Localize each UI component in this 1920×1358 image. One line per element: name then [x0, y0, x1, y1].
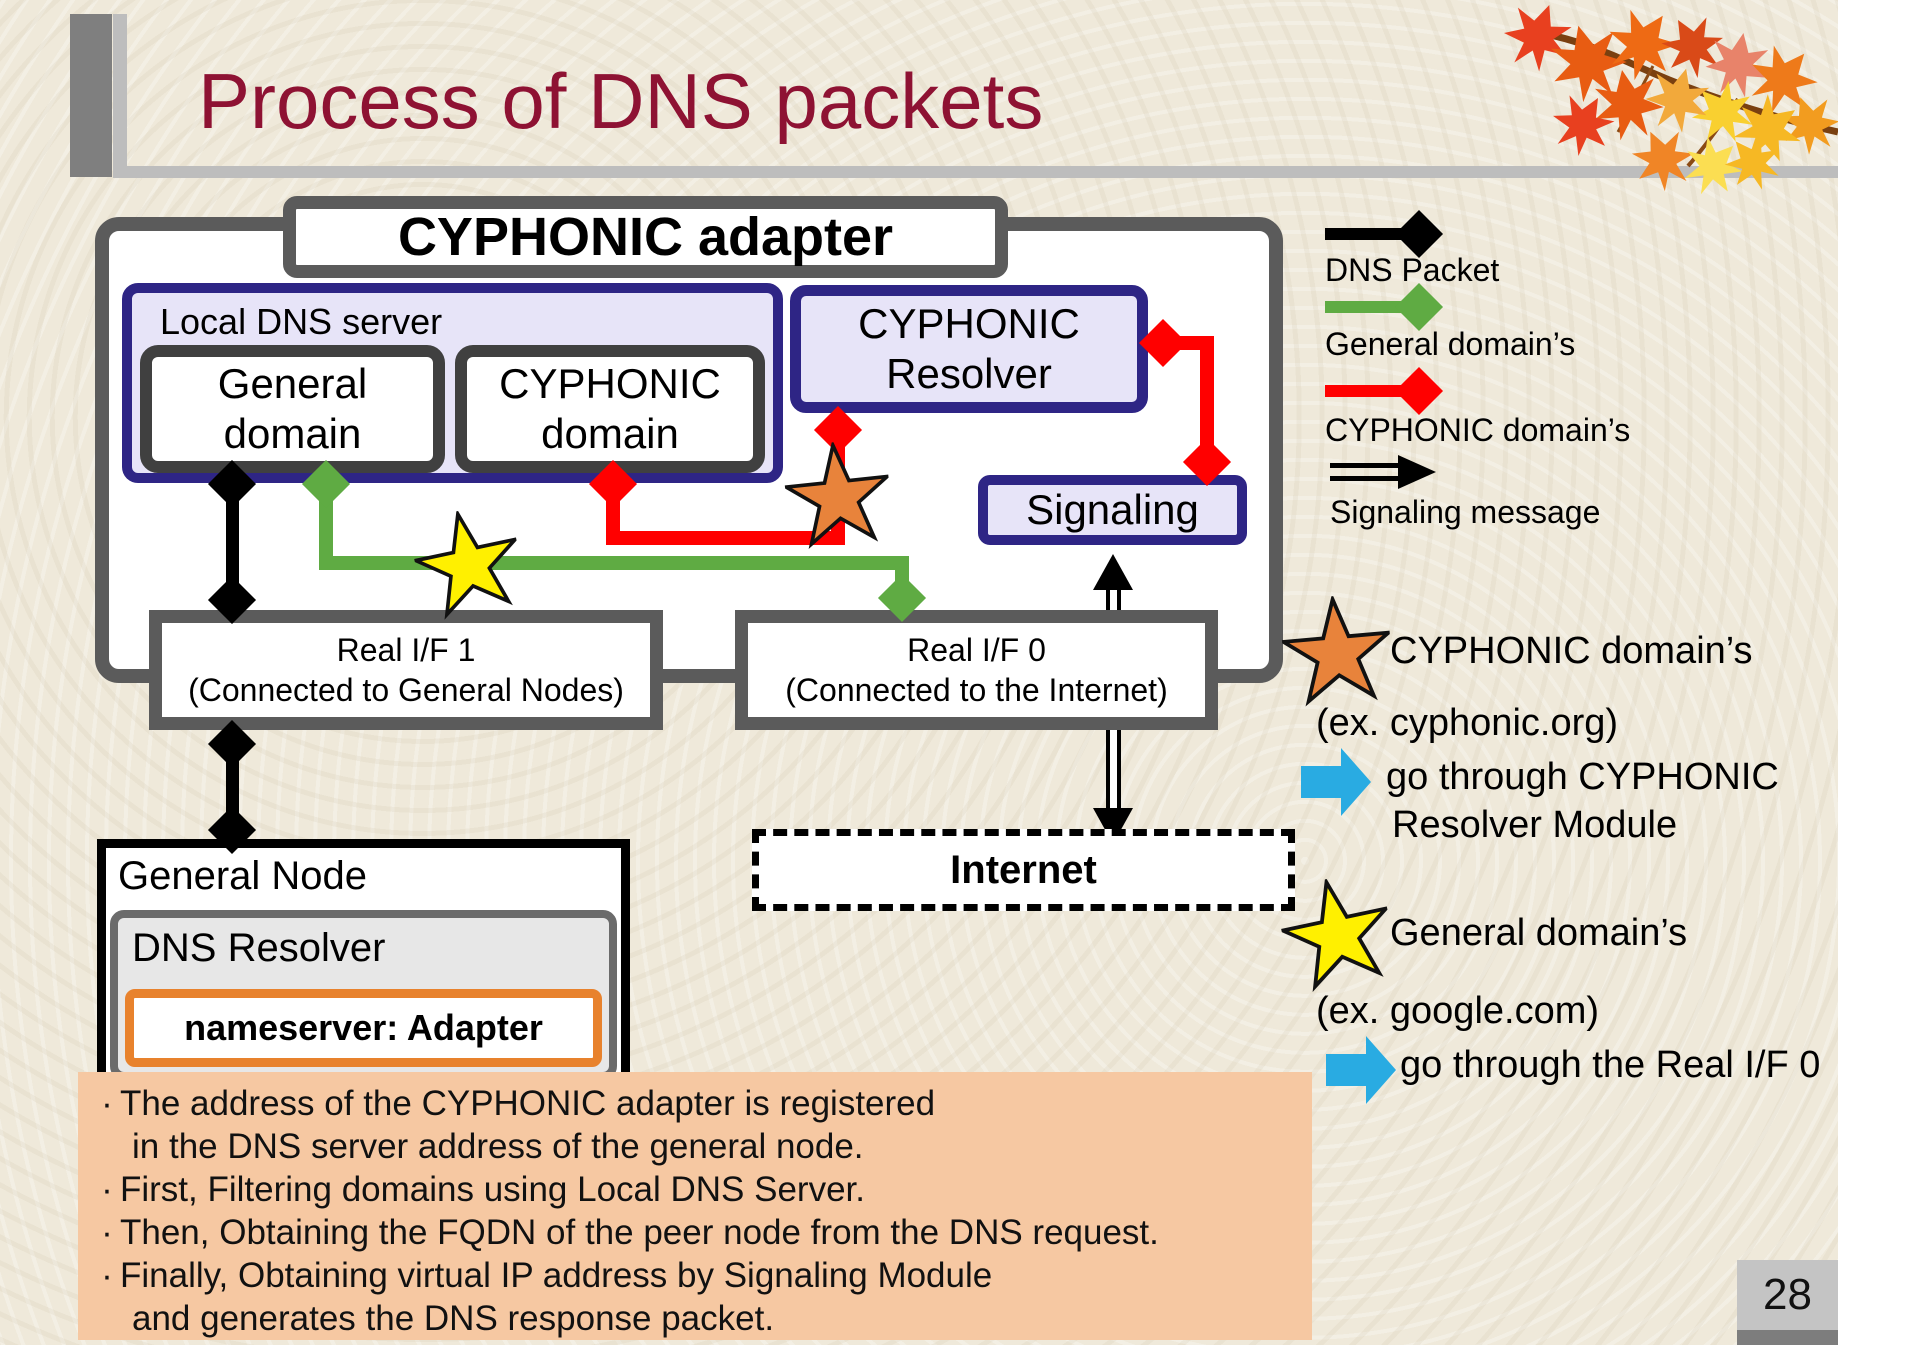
- bullet-icon: ·: [101, 1213, 113, 1252]
- general-domain-label-line2: domain: [223, 410, 362, 457]
- adapter-title-label: CYPHONIC adapter: [397, 207, 894, 267]
- legend-general-domain-diamond-icon: [1394, 282, 1444, 332]
- cyphonic-resolver-box: CYPHONIC Resolver: [790, 285, 1148, 413]
- note-text: First, Filtering domains using Local DNS…: [120, 1170, 865, 1209]
- legend-cyphonic-domain-line: [1325, 385, 1413, 397]
- local-dns-server-label: Local DNS server: [160, 301, 443, 342]
- note-line: ·First, Filtering domains using Local DN…: [94, 1170, 865, 1210]
- general-domain-arrow-horizontal: [319, 556, 909, 570]
- cyphonic-resolver-label-line2: Resolver: [886, 350, 1052, 397]
- page-number-strip: [1737, 1330, 1838, 1345]
- real-if1-label-line2: (Connected to General Nodes): [188, 672, 624, 708]
- header-dark-bar: [70, 14, 112, 177]
- legend-cyphonic-star-example: (ex. cyphonic.org): [1316, 702, 1619, 744]
- nameserver-label: nameserver: Adapter: [184, 1007, 543, 1048]
- note-line: ·The address of the CYPHONIC adapter is …: [94, 1084, 935, 1124]
- legend-general-domain-label: General domain’s: [1325, 326, 1576, 362]
- general-domain-box: General domain: [140, 345, 445, 473]
- real-if1-box: Real I/F 1 (Connected to General Nodes): [149, 610, 663, 730]
- note-line: and generates the DNS response packet.: [106, 1299, 774, 1339]
- signaling-box: Signaling: [978, 475, 1247, 545]
- internet-box: Internet: [752, 829, 1295, 911]
- cyphonic-domain-box: CYPHONIC domain: [455, 345, 765, 473]
- cyphonic-domain-arrow-horizontal: [606, 531, 845, 545]
- note-text: The address of the CYPHONIC adapter is r…: [120, 1084, 936, 1123]
- adapter-title-box: CYPHONIC adapter: [283, 196, 1008, 278]
- general-domain-label-line1: General: [217, 360, 368, 407]
- note-line: ·Then, Obtaining the FQDN of the peer no…: [94, 1213, 1159, 1253]
- legend-cyphonic-star-note-line1: go through CYPHONIC: [1386, 756, 1779, 798]
- legend-signaling-message-line: [1330, 463, 1406, 481]
- legend-general-domain-line: [1325, 301, 1413, 313]
- legend-cyphonic-star-label: CYPHONIC domain’s: [1390, 630, 1753, 672]
- real-if0-box: Real I/F 0 (Connected to the Internet): [735, 610, 1218, 730]
- bullet-icon: ·: [101, 1084, 113, 1123]
- page-number: 28: [1763, 1270, 1812, 1319]
- nameserver-box: nameserver: Adapter: [125, 989, 602, 1067]
- legend-general-star-note-line1: go through the Real I/F 0: [1400, 1044, 1821, 1086]
- legend-general-star-icon: [1276, 876, 1392, 992]
- cyphonic-resolver-label-line1: CYPHONIC: [858, 300, 1080, 347]
- real-if1-label-line1: Real I/F 1: [336, 632, 476, 668]
- notes-panel: ·The address of the CYPHONIC adapter is …: [78, 1072, 1312, 1340]
- dns-resolver-label: DNS Resolver: [132, 926, 386, 970]
- cyphonic-domain-label-line1: CYPHONIC: [499, 360, 721, 407]
- legend-signaling-message-arrowhead-icon: [1398, 455, 1436, 489]
- header-light-bar-vertical: [113, 14, 127, 178]
- note-text: in the DNS server address of the general…: [132, 1127, 864, 1166]
- bullet-icon: ·: [101, 1170, 113, 1209]
- real-if0-label-line1: Real I/F 0: [907, 632, 1046, 668]
- legend-dns-packet-label: DNS Packet: [1325, 252, 1500, 288]
- legend-cyphonic-domain-label: CYPHONIC domain’s: [1325, 412, 1631, 448]
- slide: Process of DNS packets CYPHONIC adap: [0, 0, 1838, 1345]
- real-if0-label-line2: (Connected to the Internet): [785, 672, 1168, 708]
- resolver-signaling-arrow-vertical: [1200, 336, 1214, 456]
- note-text: Then, Obtaining the FQDN of the peer nod…: [120, 1213, 1159, 1252]
- note-line: in the DNS server address of the general…: [106, 1127, 864, 1167]
- autumn-leaves-decoration: [1495, 4, 1838, 200]
- legend-dns-packet-diamond-icon: [1394, 209, 1444, 259]
- cyphonic-domain-star-icon: [780, 439, 893, 549]
- note-text: and generates the DNS response packet.: [132, 1299, 775, 1338]
- blue-block-arrow-icon: [1326, 1036, 1396, 1104]
- legend-cyphonic-star-note-line2: Resolver Module: [1392, 804, 1678, 846]
- note-text: Finally, Obtaining virtual IP address by…: [120, 1256, 993, 1295]
- legend-dns-packet-line: [1325, 228, 1413, 240]
- legend-signaling-message-label: Signaling message: [1330, 494, 1601, 530]
- page-number-box: 28: [1737, 1260, 1838, 1330]
- legend-cyphonic-star-icon: [1278, 593, 1395, 707]
- bullet-icon: ·: [101, 1256, 113, 1295]
- header-light-bar-horizontal: [113, 166, 1838, 178]
- legend-cyphonic-domain-diamond-icon: [1394, 366, 1444, 416]
- note-line: ·Finally, Obtaining virtual IP address b…: [94, 1256, 992, 1296]
- legend-general-star-label: General domain’s: [1390, 912, 1688, 954]
- signaling-label: Signaling: [1026, 486, 1199, 533]
- page-title: Process of DNS packets: [198, 57, 1044, 145]
- cyphonic-domain-label-line2: domain: [541, 410, 679, 457]
- legend-general-star-example: (ex. google.com): [1316, 990, 1600, 1032]
- general-domain-star-icon: [409, 508, 521, 620]
- signaling-message-arrowhead-up: [1093, 554, 1133, 590]
- general-node-label: General Node: [118, 854, 368, 898]
- internet-label: Internet: [950, 847, 1097, 892]
- dns-packet-arrow-1-shaft: [226, 473, 239, 610]
- blue-block-arrow-icon: [1301, 748, 1371, 816]
